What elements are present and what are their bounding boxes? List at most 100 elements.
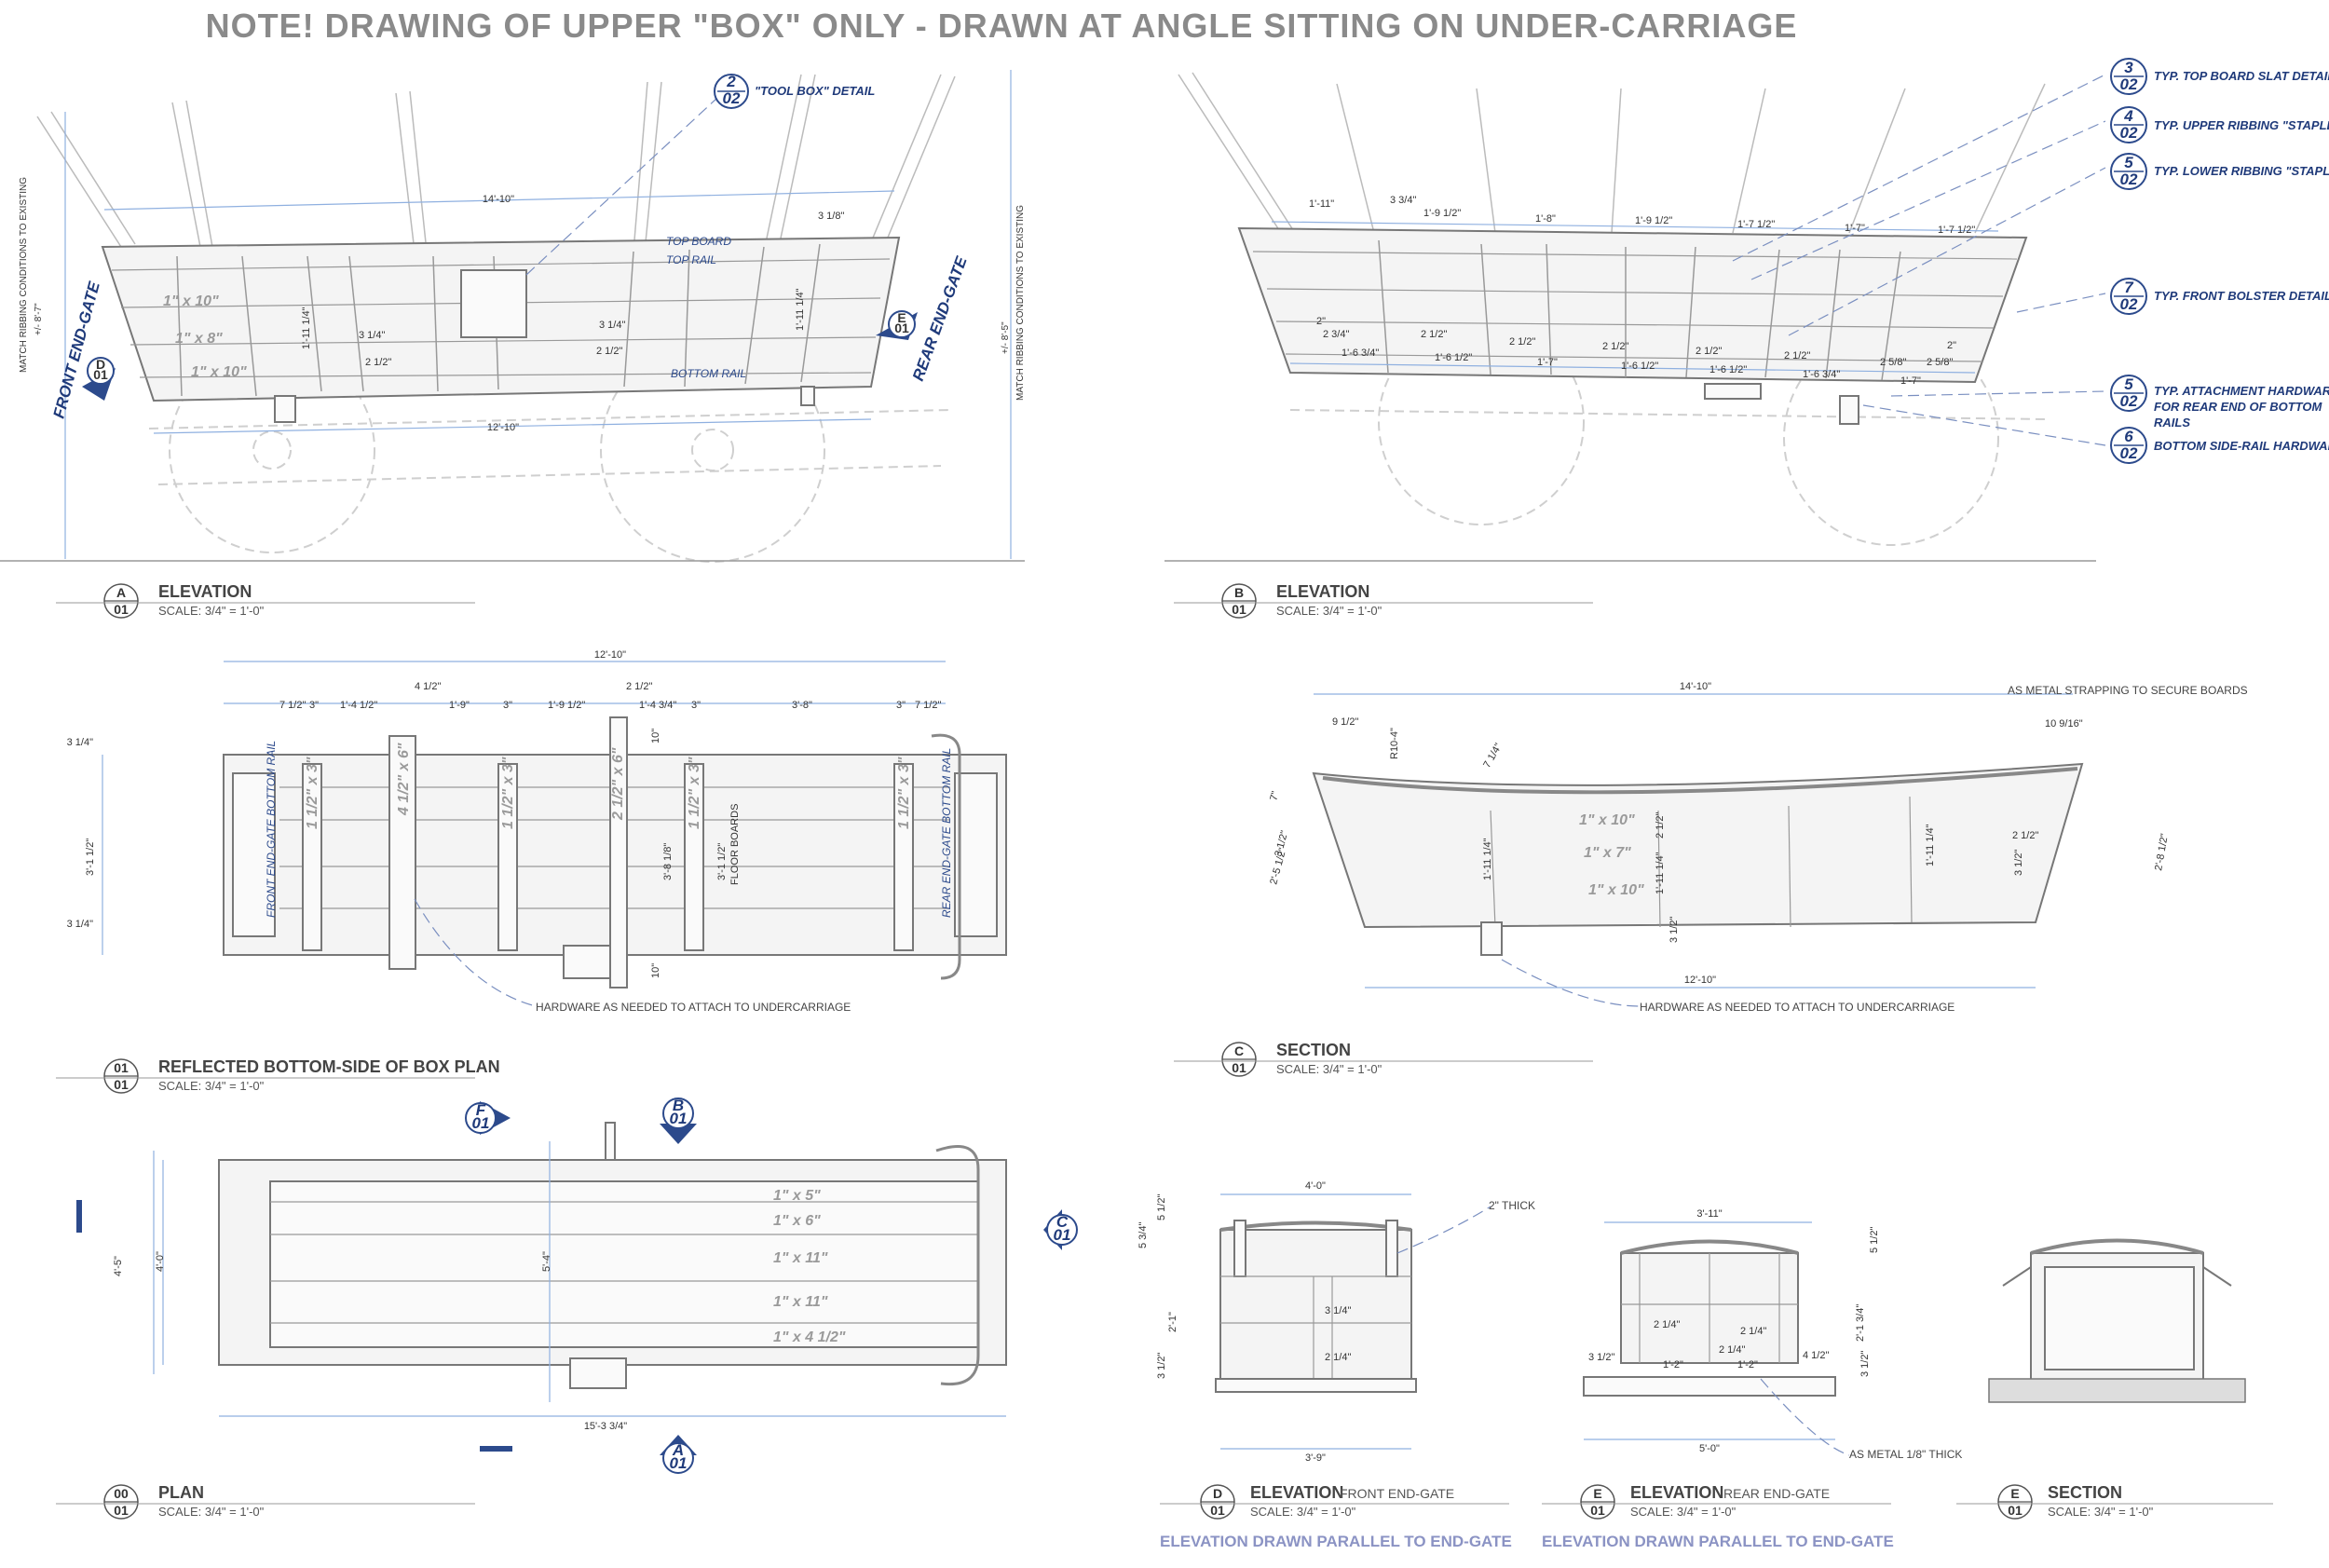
section-marker-b[interactable]: B 01 [660, 1097, 697, 1144]
section-marker-a[interactable]: A 01 [660, 1435, 697, 1474]
reflected-top-dims: 7 1/2" 3" 1'-4 1/2" 4 1/2" 1'-9" 3" 1'-9… [279, 681, 941, 711]
svg-text:01: 01 [114, 1077, 129, 1092]
svg-text:2 1/2": 2 1/2" [1509, 336, 1535, 348]
svg-text:SCALE: 3/4" = 1'-0": SCALE: 3/4" = 1'-0" [1276, 1062, 1382, 1076]
svg-text:4 1/2" x 6": 4 1/2" x 6" [396, 743, 412, 816]
svg-text:1'-11 1/4": 1'-11 1/4" [1655, 852, 1666, 894]
section-marker-c[interactable]: C 01 [1043, 1209, 1078, 1250]
detail-callouts: 3 02 TYP. TOP BOARD SLAT DETAIL 4 02 TYP… [2110, 58, 2329, 464]
svg-text:3": 3" [691, 700, 701, 711]
svg-text:2 1/2": 2 1/2" [1421, 329, 1447, 340]
section-marker-d[interactable]: D 01 [82, 357, 116, 401]
svg-text:1" x 5": 1" x 5" [773, 1188, 821, 1204]
svg-text:1'-7": 1'-7" [1900, 375, 1921, 387]
callout-front-bolster[interactable]: 7 02 TYP. FRONT BOLSTER DETAIL [2110, 278, 2329, 315]
svg-text:TYP. LOWER RIBBING "STAPLE": TYP. LOWER RIBBING "STAPLE" [2154, 164, 2329, 178]
svg-text:1'-6 3/4": 1'-6 3/4" [1342, 348, 1379, 359]
svg-text:REAR END-GATE: REAR END-GATE [909, 253, 971, 383]
svg-text:1'-9 1/2": 1'-9 1/2" [548, 700, 585, 711]
svg-text:2 1/4": 2 1/4" [1654, 1319, 1680, 1330]
svg-text:TOP BOARD: TOP BOARD [666, 235, 731, 248]
svg-text:2 1/2": 2 1/2" [626, 681, 652, 692]
svg-text:2": 2" [1316, 316, 1326, 327]
svg-text:3 1/4": 3 1/4" [67, 737, 93, 748]
svg-text:01: 01 [114, 1503, 129, 1518]
svg-text:1" x 4 1/2": 1" x 4 1/2" [773, 1329, 846, 1345]
section-marker-f[interactable]: F 01 [465, 1101, 511, 1135]
toolbox-detail-callout[interactable]: 2 02 "TOOL BOX" DETAIL [714, 73, 875, 109]
svg-text:ELEVATION: ELEVATION [158, 582, 252, 601]
svg-text:3 1/2": 3 1/2" [1859, 1351, 1871, 1377]
svg-text:D: D [96, 357, 105, 372]
svg-text:1'-7": 1'-7" [1845, 223, 1865, 234]
svg-text:01: 01 [894, 320, 909, 335]
svg-text:1'-6 1/2": 1'-6 1/2" [1621, 361, 1658, 372]
svg-text:02: 02 [2120, 444, 2138, 462]
svg-text:RAILS: RAILS [2154, 416, 2190, 429]
svg-text:5 3/4": 5 3/4" [1137, 1222, 1149, 1248]
svg-text:01: 01 [670, 1454, 688, 1472]
svg-text:A: A [672, 1441, 684, 1459]
svg-text:01: 01 [1054, 1226, 1071, 1244]
view-title-e: E 01 ELEVATION REAR END-GATE SCALE: 3/4"… [1542, 1483, 1894, 1550]
svg-text:3 1/4": 3 1/4" [359, 330, 385, 341]
svg-text:TYP. ATTACHMENT HARDWARE: TYP. ATTACHMENT HARDWARE [2154, 384, 2329, 398]
callout-attachment-hardware[interactable]: 5 02 TYP. ATTACHMENT HARDWARE FOR REAR E… [2110, 375, 2329, 429]
svg-text:A: A [116, 585, 126, 600]
svg-text:1" x 11": 1" x 11" [773, 1250, 828, 1266]
svg-text:AS METAL 1/8" THICK: AS METAL 1/8" THICK [1849, 1448, 1962, 1461]
svg-text:REAR END-GATE BOTTOM RAIL: REAR END-GATE BOTTOM RAIL [940, 748, 953, 918]
view-title-b: B 01 ELEVATION SCALE: 3/4" = 1'-0" [1174, 582, 1593, 619]
svg-text:02: 02 [2120, 124, 2138, 142]
callout-upper-ribbing[interactable]: 4 02 TYP. UPPER RIBBING "STAPLE" [2110, 106, 2329, 143]
svg-text:2" THICK: 2" THICK [1489, 1199, 1535, 1212]
svg-text:BOTTOM RAIL: BOTTOM RAIL [671, 367, 746, 380]
svg-text:2 1/2": 2 1/2" [1655, 812, 1666, 839]
callout-top-board-slat[interactable]: 3 02 TYP. TOP BOARD SLAT DETAIL [2110, 58, 2329, 95]
svg-text:3": 3" [896, 700, 906, 711]
svg-text:3'-9": 3'-9" [1305, 1452, 1326, 1464]
svg-text:R10-4": R10-4" [1389, 728, 1400, 759]
svg-text:10": 10" [650, 729, 661, 743]
svg-text:4: 4 [2123, 107, 2133, 125]
svg-text:ELEVATION DRAWN PARALLEL TO EN: ELEVATION DRAWN PARALLEL TO END-GATE [1160, 1533, 1512, 1550]
svg-text:E: E [897, 310, 906, 325]
svg-text:B: B [673, 1097, 684, 1114]
view-title-plan: 00 01 PLAN SCALE: 3/4" = 1'-0" [56, 1483, 475, 1520]
callout-lower-ribbing[interactable]: 5 02 TYP. LOWER RIBBING "STAPLE" [2110, 153, 2329, 190]
reflected-bottom-plan: 12'-10" 7 1/2" 3" 1'-4 1/2" 4 1/2" 1'-9"… [67, 649, 1007, 1014]
svg-text:7 1/2": 7 1/2" [915, 700, 941, 711]
svg-text:14'-10": 14'-10" [483, 194, 514, 205]
svg-text:FOR REAR END OF BOTTOM: FOR REAR END OF BOTTOM [2154, 400, 2322, 414]
svg-text:7": 7" [1268, 790, 1281, 802]
svg-text:7 1/4": 7 1/4" [1481, 742, 1505, 770]
svg-text:1'-11 1/4": 1'-11 1/4" [1925, 824, 1936, 866]
svg-text:9 1/2": 9 1/2" [1332, 716, 1358, 728]
svg-text:1'-9 1/2": 1'-9 1/2" [1423, 208, 1461, 219]
svg-text:5: 5 [2124, 375, 2133, 393]
section-marker-e[interactable]: E 01 [876, 310, 918, 340]
svg-text:6: 6 [2124, 428, 2133, 445]
svg-text:5'-4": 5'-4" [541, 1251, 552, 1272]
svg-text:TYP. TOP BOARD SLAT DETAIL: TYP. TOP BOARD SLAT DETAIL [2154, 69, 2329, 83]
svg-text:D: D [1213, 1486, 1222, 1501]
callout-bottom-side-rail[interactable]: 6 02 BOTTOM SIDE-RAIL HARDWARE [2110, 427, 2329, 464]
svg-text:02: 02 [2120, 170, 2138, 188]
svg-text:3 1/4": 3 1/4" [599, 320, 625, 331]
svg-text:1'-9 1/2": 1'-9 1/2" [1635, 215, 1672, 226]
svg-text:1'-11 1/4": 1'-11 1/4" [1482, 838, 1493, 880]
plan-view: 4'-5" 4'-0" 5'-4" 15'-3 3/4" 1" x 5" 1" … [76, 1097, 1078, 1474]
svg-text:3'-1 1/2": 3'-1 1/2" [716, 843, 728, 880]
elevation-b: 1'-11" 3 3/4" 1'-9 1/2" 1'-8" 1'-9 1/2" … [1178, 72, 2106, 546]
svg-text:1'-11": 1'-11" [1309, 198, 1334, 210]
section-c: 14'-10" 12'-10" AS METAL STRAPPING TO SE… [1268, 681, 2247, 1014]
svg-text:2 1/2": 2 1/2" [1696, 346, 1722, 357]
svg-text:2 1/2" x 6": 2 1/2" x 6" [610, 747, 626, 821]
svg-text:1'-2": 1'-2" [1737, 1359, 1758, 1370]
svg-text:1'-8": 1'-8" [1535, 213, 1556, 225]
svg-text:2 5/8": 2 5/8" [1927, 357, 1953, 368]
svg-text:1" x 10": 1" x 10" [191, 364, 247, 380]
svg-text:5: 5 [2124, 154, 2133, 171]
svg-text:1 1/2" x 3": 1 1/2" x 3" [896, 757, 912, 829]
svg-text:2'-1": 2'-1" [1167, 1312, 1178, 1332]
